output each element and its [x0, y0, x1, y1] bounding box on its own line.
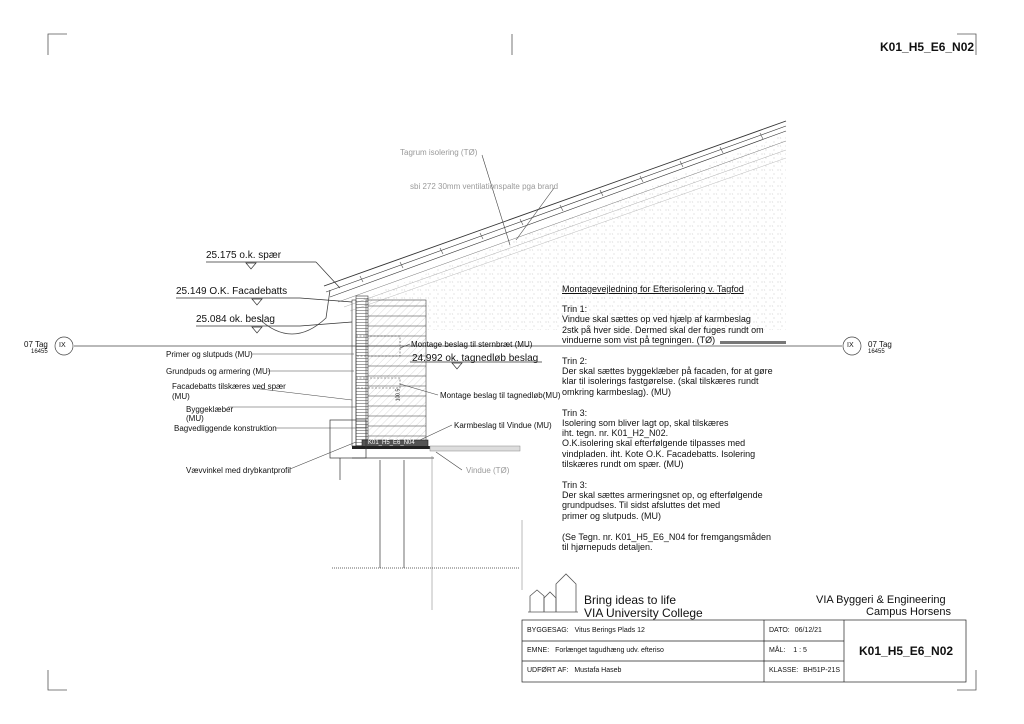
byggesag-value: Vitus Berings Plads 12: [574, 627, 645, 634]
mal-label: MÅL:: [769, 647, 786, 654]
roof-slope: [323, 120, 787, 312]
byggesag-label: BYGGESAG:: [527, 627, 569, 634]
label-facadebatts-mu: (MU): [172, 392, 190, 401]
assembly-notes: Montagevejledning for Efterisolering v. …: [562, 284, 802, 563]
logo-icon: [528, 573, 578, 613]
label-bagvedliggende: Bagvedliggende konstruktion: [174, 424, 277, 433]
lower-wall: [329, 419, 434, 568]
section-name-right: 07 Tag: [868, 340, 892, 349]
brand-school: VIA University College: [584, 606, 703, 620]
label-vindue: Vindue (TØ): [466, 466, 510, 475]
titleblock-udfort: UDFØRT AF: Mustafa Haseb: [527, 667, 621, 674]
label-montage-tagnedlob: Montage beslag til tagnedløb(MU): [440, 391, 561, 400]
notes-step: Trin 3: Der skal sættes armeringsnet op,…: [562, 480, 763, 521]
label-vaevvinkel: Vævvinkel med drybkantprofil: [186, 466, 291, 475]
dato-value: 06/12/21: [794, 627, 822, 634]
titleblock-dato: DATO: 06/12/21: [769, 627, 822, 634]
elevation-label: 25.175 o.k. spær: [206, 250, 282, 261]
elevation-markers: [176, 261, 542, 370]
corner-marks: [47, 33, 977, 691]
dark-base: [352, 446, 434, 449]
title-block: [521, 619, 967, 683]
section-number-right: 16455: [868, 349, 885, 355]
brand-dept: VIA Byggeri & Engineering: [816, 594, 946, 606]
titleblock-klasse: KLASSE: BH51P-21S: [769, 667, 840, 674]
section-name-left: 07 Tag: [24, 340, 48, 349]
titleblock-emne: EMNE: Forlænget tagudhæng udv. efteriso: [527, 647, 664, 654]
mal-value: 1 : 5: [793, 647, 807, 654]
label-grundpuds: Grundpuds og armering (MU): [166, 367, 271, 376]
emne-label: EMNE:: [527, 647, 550, 654]
klasse-value: BH51P-21S: [803, 667, 841, 674]
notes-step: Trin 3: Isolering som bliver lagt op, sk…: [562, 407, 756, 469]
sheet-number: K01_H5_E6_N02: [880, 40, 975, 54]
section-number-left: 16455: [31, 349, 48, 355]
notes-step: Trin 2: Der skal sættes byggeklæber på f…: [562, 356, 773, 397]
label-ventilation: sbi 272 30mm ventilationspalte pga brand: [410, 182, 559, 191]
elevation-label: 25.149 O.K. Facadebatts: [176, 286, 288, 297]
titleblock-mal: MÅL: 1 : 5: [769, 647, 807, 654]
notes-title: Montagevejledning for Efterisolering v. …: [562, 284, 744, 294]
detail-reference-tag: K01_H5_E6_N04: [368, 440, 415, 446]
window-frame-light: [429, 445, 521, 452]
titleblock-byggesag: BYGGESAG: Vitus Berings Plads 12: [527, 627, 645, 634]
label-byggeklaeber-mu: (MU): [186, 414, 204, 423]
section-code-right: IX: [847, 342, 854, 349]
titleblock-sheet-number: K01_H5_E6_N02: [859, 644, 954, 658]
elevation-label: 25.084 ok. beslag: [196, 314, 275, 325]
dimension-vertical: 100.5: [395, 388, 402, 402]
section-line: [54, 336, 862, 356]
roof-insulation: [356, 134, 786, 330]
klasse-label: KLASSE:: [769, 667, 799, 674]
label-primer: Primer og slutpuds (MU): [166, 350, 253, 359]
notes-step: Trin 1: Vindue skal sættes op ved hjælp …: [562, 304, 764, 345]
udfort-value: Mustafa Haseb: [574, 667, 622, 674]
label-karmbeslag: Karmbeslag til Vindue (MU): [454, 421, 552, 430]
gutter: [257, 289, 331, 335]
notes-step: (Se Tegn. nr. K01_H5_E6_N04 for fremgang…: [562, 531, 771, 553]
emne-value: Forlænget tagudhæng udv. efteriso: [555, 647, 664, 654]
dato-label: DATO:: [769, 627, 790, 634]
brand-slogan: Bring ideas to life: [584, 593, 677, 607]
brand-campus: Campus Horsens: [866, 606, 951, 618]
render-layer: [351, 299, 357, 447]
wall-structure: [365, 299, 427, 447]
leader-lines: [228, 154, 555, 471]
label-facadebatts: Facadebatts tilskæres ved spær: [172, 382, 286, 391]
label-tagrum-isolering: Tagrum isolering (TØ): [400, 148, 478, 157]
udfort-label: UDFØRT AF:: [527, 667, 569, 674]
label-byggeklaeber: Byggeklæber: [186, 405, 234, 414]
elevation-label: 24.992 ok. tagnedløb beslag: [412, 353, 539, 364]
label-montage-sternbraet: Montage beslag til sternbræt (MU): [411, 340, 533, 349]
roof-battens: [359, 132, 764, 283]
section-code-left: IX: [59, 342, 66, 349]
